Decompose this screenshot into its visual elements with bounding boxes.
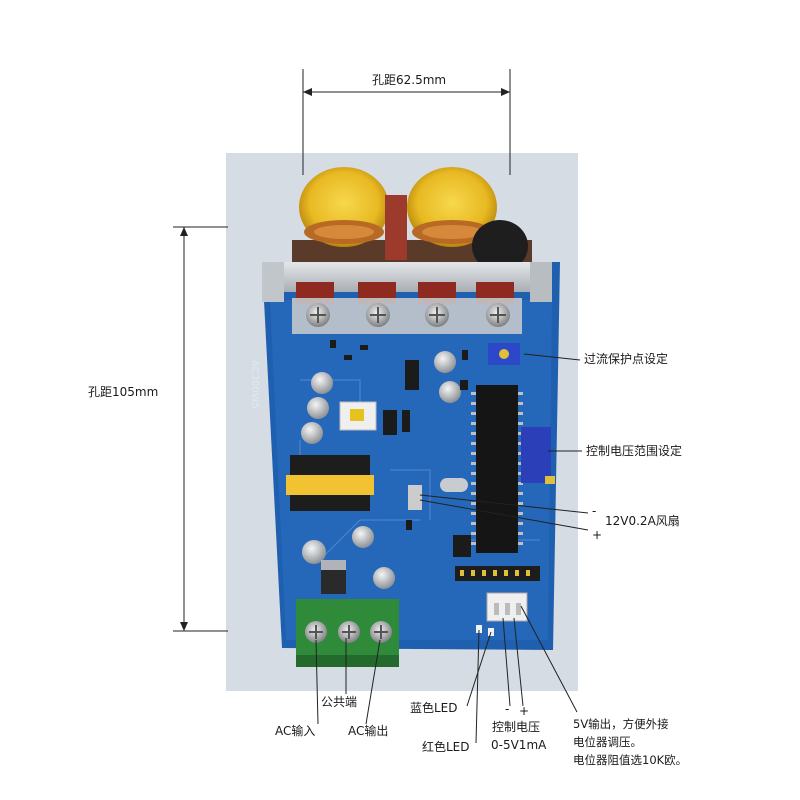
control-voltage-trimmer-screw xyxy=(545,476,555,484)
control-voltage-minus-label: - xyxy=(505,702,510,716)
fan-label: 12V0.2A风扇 xyxy=(605,514,680,528)
inductor-bracket xyxy=(385,195,407,260)
heatsink-side-left xyxy=(262,262,284,302)
pin-header-row xyxy=(455,566,540,581)
microcontroller-dip xyxy=(471,385,523,553)
five-v-output-label: 5V输出，方便外接 xyxy=(573,717,669,731)
fan-plus-label: + xyxy=(592,528,603,542)
red-led-label: 红色LED xyxy=(422,740,470,754)
power-transformer xyxy=(286,455,374,511)
current-transformer xyxy=(472,220,528,272)
terminal-block xyxy=(296,599,399,667)
leader-lines xyxy=(315,353,589,744)
toroid-inductor-left xyxy=(299,167,389,247)
regulator-tab xyxy=(321,560,346,570)
crystal xyxy=(440,478,468,492)
smd-components xyxy=(330,340,471,557)
control-voltage-plus-label: + xyxy=(519,704,530,718)
overcurrent-setting-label: 过流保护点设定 xyxy=(584,352,669,366)
overcurrent-trimmer-screw xyxy=(499,349,509,359)
blue-led-label: 蓝色LED xyxy=(410,701,458,715)
fan-minus-label: - xyxy=(592,504,597,518)
hole-spacing-width-label: 孔距62.5mm xyxy=(372,73,447,87)
potentiometer-value-label: 电位器阻值选10K欧。 xyxy=(573,753,688,767)
electrolytic-capacitors xyxy=(301,351,461,589)
optocoupler-window xyxy=(350,409,364,421)
control-voltage-range-label: 控制电压范围设定 xyxy=(586,444,683,458)
control-voltage-label: 控制电压 xyxy=(492,720,541,734)
ac-output-label: AC输出 xyxy=(348,724,389,738)
dimension-height xyxy=(173,226,228,632)
red-led-component xyxy=(476,625,482,633)
common-terminal-label: 公共端 xyxy=(321,695,358,709)
control-voltage-range-value-label: 0-5V1mA xyxy=(491,738,547,752)
hole-spacing-height-label: 孔距105mm xyxy=(88,385,159,399)
toroid-inductor-right xyxy=(407,167,497,247)
potentiometer-adjust-label: 电位器调压。 xyxy=(573,735,642,749)
power-transistors xyxy=(292,282,522,334)
dimension-width xyxy=(302,69,511,175)
three-pin-connector xyxy=(486,592,528,622)
ac-input-label: AC输入 xyxy=(275,724,316,738)
heatsink-side-right xyxy=(530,262,552,302)
small-header xyxy=(408,485,422,510)
board-model-silkscreen: AC300W5 xyxy=(249,360,260,409)
control-voltage-trimmer xyxy=(521,427,551,483)
